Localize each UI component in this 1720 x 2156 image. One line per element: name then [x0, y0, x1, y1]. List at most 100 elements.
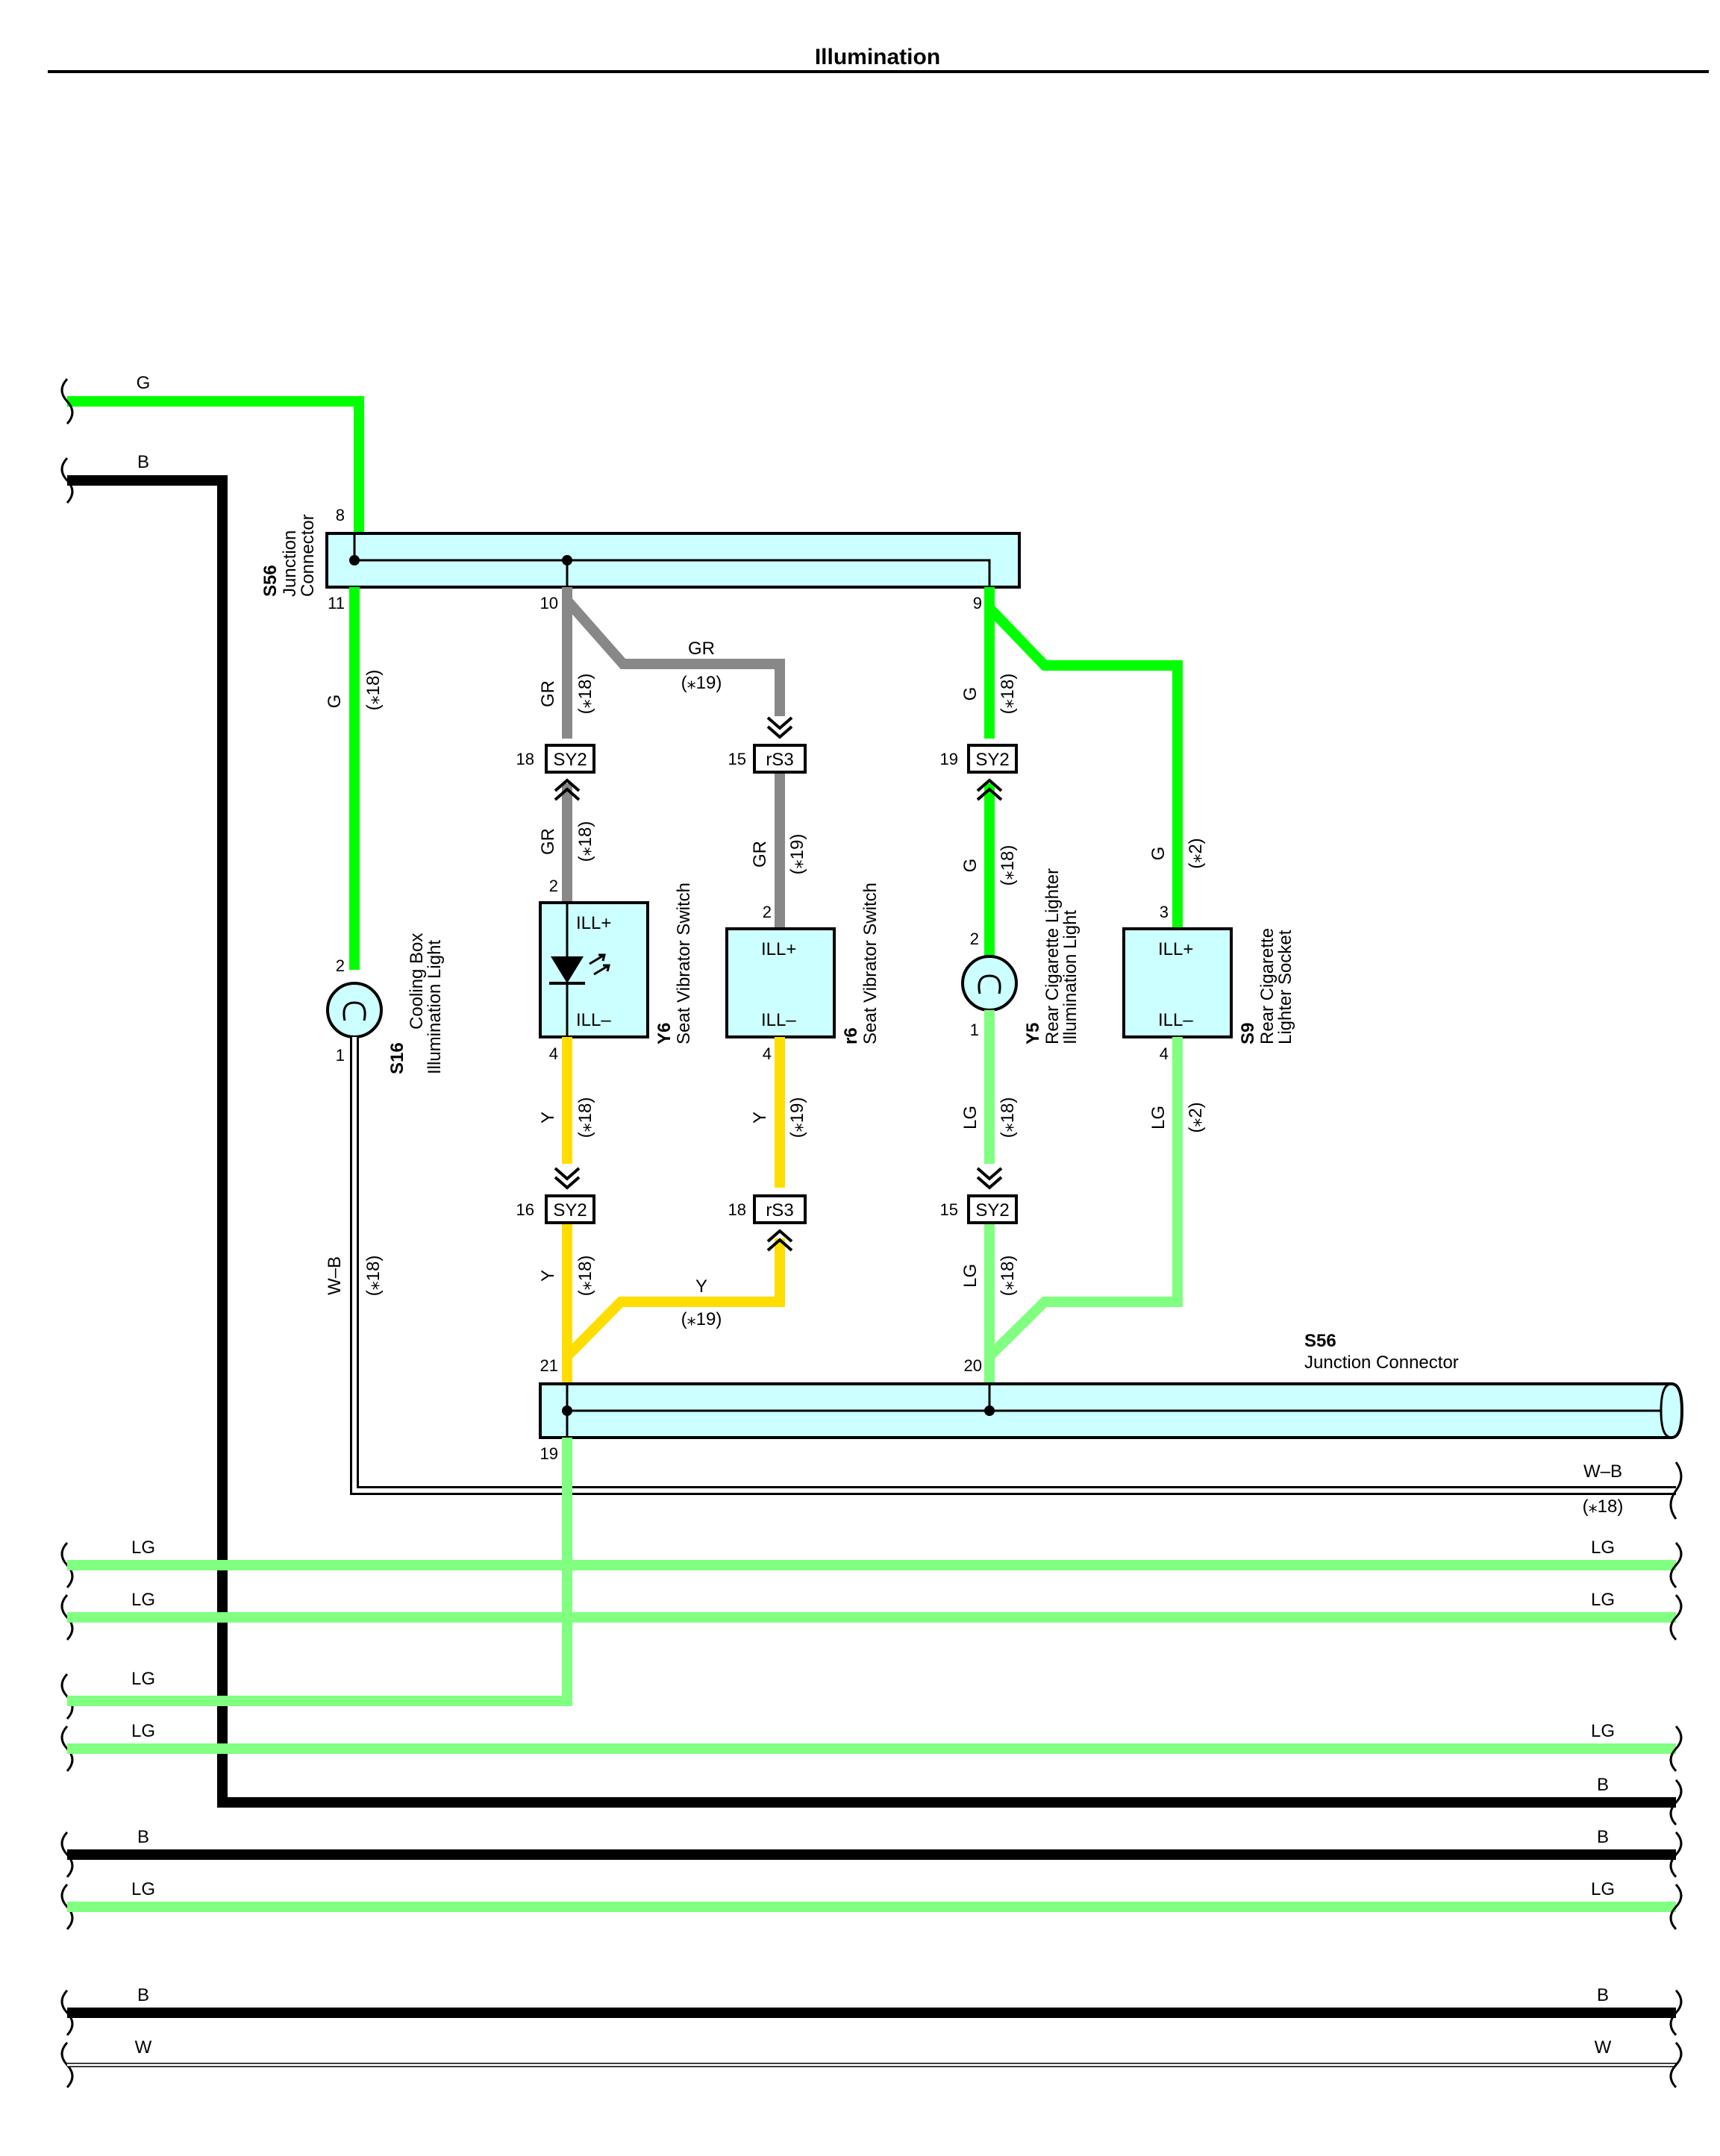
bus-left-lg-3: LG	[131, 1669, 155, 1689]
junction-bottom-code: S56	[1304, 1331, 1336, 1351]
wire-label-lg-2: LG	[1148, 1106, 1169, 1129]
y5-bulb-icon	[961, 955, 1018, 1012]
wire-label-g-3: G	[1148, 847, 1169, 861]
svg-text:Seat Vibrator Switch: Seat Vibrator Switch	[674, 883, 694, 1044]
svg-text:(⁎18): (⁎18)	[998, 1097, 1018, 1138]
s16-label: S16 Cooling Box Illumination Light	[387, 933, 445, 1074]
bus-left-b-2: B	[137, 1985, 149, 2005]
note-18-lg-3: (⁎18)	[998, 1256, 1018, 1297]
y6-label: Y6 Seat Vibrator Switch	[654, 883, 694, 1044]
connector-sy2-18: SY2	[545, 744, 595, 801]
svg-text:(⁎2): (⁎2)	[1186, 1102, 1206, 1132]
svg-text:GR: GR	[538, 680, 558, 707]
wire-wb	[350, 1037, 1676, 1495]
s16-pin-2: 2	[336, 956, 345, 975]
note-2-lg-2: (⁎2)	[1186, 1102, 1206, 1132]
note-2-g-3: (⁎2)	[1186, 838, 1206, 868]
note-18-wb: (⁎18)	[363, 1256, 384, 1297]
r6-pin-4: 4	[763, 1044, 772, 1063]
svg-text:(⁎19): (⁎19)	[787, 1097, 807, 1138]
wire-label-y-2: Y	[750, 1112, 770, 1124]
note-18-s16-upper: (⁎18)	[363, 670, 384, 711]
junction-connector-top	[325, 532, 1021, 589]
svg-text:Y: Y	[538, 1270, 558, 1282]
svg-text:Y: Y	[750, 1112, 770, 1124]
pin-9: 9	[973, 594, 982, 612]
bus-right-note-18: (⁎18)	[1583, 1497, 1624, 1517]
svg-text:GR: GR	[538, 828, 558, 855]
wire-label-g-s16: G	[325, 695, 345, 709]
note-18-gr-1: (⁎18)	[575, 674, 595, 715]
note-18-lg-1: (⁎18)	[998, 1097, 1018, 1138]
wire-label-y-1: Y	[538, 1112, 558, 1124]
svg-text:(⁎18): (⁎18)	[575, 674, 595, 715]
svg-text:r6: r6	[841, 1027, 861, 1044]
pin-rs3-18: 18	[728, 1200, 746, 1219]
svg-text:Illumination Light: Illumination Light	[1060, 910, 1081, 1044]
svg-text:rS3: rS3	[766, 1200, 793, 1220]
junction-bottom-name: Junction Connector	[1304, 1353, 1459, 1373]
svg-text:rS3: rS3	[766, 750, 793, 770]
wire-label-gr-2: GR	[688, 639, 715, 659]
svg-text:GR: GR	[750, 841, 770, 868]
svg-text:(⁎2): (⁎2)	[1186, 838, 1206, 868]
bus-right-lg-2: LG	[1591, 1590, 1615, 1610]
led-icon	[549, 953, 610, 985]
bus-right-lg-4: LG	[1591, 1879, 1615, 1899]
connector-sy2-16: SY2	[545, 1167, 595, 1224]
svg-text:ILL–: ILL–	[576, 1010, 611, 1030]
bus-left-lg-2: LG	[131, 1590, 155, 1610]
bus-right-b-1: B	[1597, 1775, 1609, 1795]
s9-pin-3: 3	[1160, 903, 1169, 921]
s16-pin-1: 1	[336, 1046, 345, 1065]
bus-right-b-2: B	[1597, 1827, 1609, 1847]
svg-text:G: G	[960, 687, 981, 701]
note-19-y-4: (⁎19)	[681, 1309, 722, 1329]
svg-text:S16: S16	[387, 1042, 407, 1074]
svg-text:(⁎18): (⁎18)	[575, 1097, 595, 1138]
svg-text:G: G	[325, 695, 345, 709]
wire-label-gr-1: GR	[538, 680, 558, 707]
svg-text:ILL–: ILL–	[1158, 1010, 1193, 1030]
r6-switch: ILL+ ILL–	[725, 927, 836, 1038]
wire-label-gr-3: GR	[538, 828, 558, 855]
note-18-g-1: (⁎18)	[998, 674, 1018, 715]
svg-text:Rear Cigarette: Rear Cigarette	[1257, 928, 1278, 1044]
svg-text:S9: S9	[1238, 1023, 1258, 1044]
svg-text:Y5: Y5	[1023, 1023, 1043, 1044]
svg-text:G: G	[960, 859, 981, 873]
s9-socket: ILL+ ILL–	[1122, 927, 1233, 1038]
note-19-gr-4: (⁎19)	[787, 834, 807, 875]
svg-text:Connector: Connector	[298, 514, 318, 597]
wire-y-branches	[562, 1037, 785, 1384]
y5-pin-2: 2	[970, 930, 979, 948]
bus-right-lg-1: LG	[1591, 1538, 1615, 1558]
svg-text:(⁎18): (⁎18)	[363, 670, 384, 711]
bus-right-w: W	[1595, 2037, 1612, 2058]
y5-label: Y5 Rear Cigarette Lighter Illumination L…	[1023, 868, 1081, 1044]
svg-text:ILL+: ILL+	[761, 939, 796, 959]
svg-text:SY2: SY2	[975, 750, 1009, 770]
wire-label-g-1: G	[960, 687, 981, 701]
wire-g-branches	[984, 587, 1183, 956]
pin-sy2-18: 18	[516, 750, 534, 768]
left-break-marks	[60, 377, 74, 2089]
pin-sy2-16: 16	[516, 1200, 534, 1219]
note-18-gr-3: (⁎18)	[575, 821, 595, 862]
wire-label-lg-1: LG	[960, 1106, 981, 1129]
wire-label-b-input: B	[137, 452, 149, 472]
connector-rs3-18: rS3	[753, 1194, 807, 1252]
bus-right-wb: W–B	[1583, 1461, 1622, 1482]
wire-label-g-2: G	[960, 859, 981, 873]
connector-sy2-15: SY2	[967, 1167, 1018, 1224]
wire-label-wb: W–B	[325, 1256, 345, 1295]
wire-label-y-3: Y	[538, 1270, 558, 1282]
svg-text:(⁎18): (⁎18)	[363, 1256, 384, 1297]
svg-text:(⁎19): (⁎19)	[787, 834, 807, 875]
svg-text:ILL+: ILL+	[1158, 939, 1193, 959]
bus-left-lg-5: LG	[131, 1879, 155, 1899]
svg-text:LG: LG	[960, 1264, 981, 1288]
s9-label: S9 Rear Cigarette Lighter Socket	[1238, 928, 1295, 1044]
pin-20: 20	[964, 1356, 982, 1375]
